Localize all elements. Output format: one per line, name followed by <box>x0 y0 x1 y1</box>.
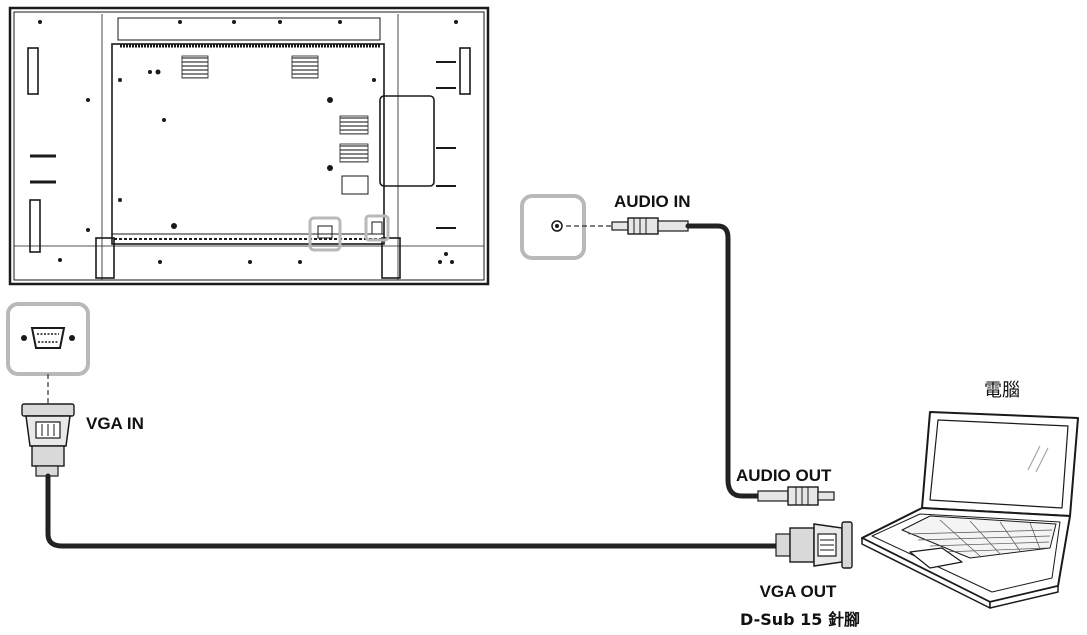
laptop-icon <box>861 411 1079 609</box>
audio-in-label: AUDIO IN <box>614 192 691 211</box>
audio-plug-icon <box>611 217 689 235</box>
vga-connector-icon <box>21 403 75 477</box>
vga-connector-icon <box>775 521 853 569</box>
audio-out-label: AUDIO OUT <box>736 466 832 485</box>
audio-plug-icon <box>757 486 835 506</box>
vga-out-label: VGA OUT <box>759 582 837 601</box>
audio-jack-port-icon <box>520 194 586 260</box>
computer-label: 電腦 <box>984 380 1020 401</box>
dsub-label: D-Sub 15 針腳 <box>740 610 860 629</box>
display-rear-panel <box>8 6 490 286</box>
vga-in-label: VGA IN <box>86 414 144 433</box>
vga-port-icon <box>6 302 90 376</box>
